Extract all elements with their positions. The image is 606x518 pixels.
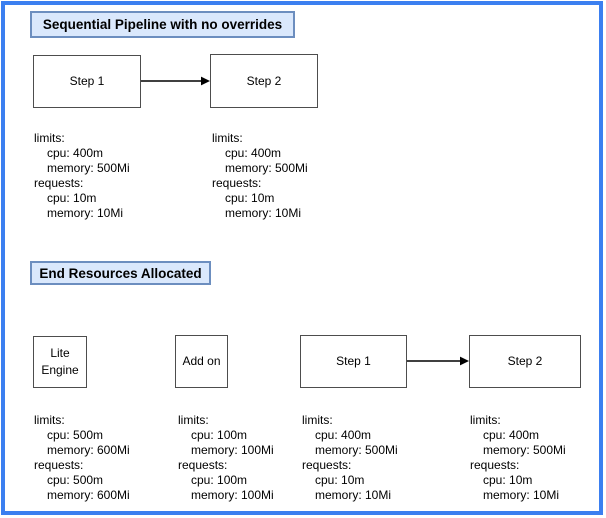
node-step2-bottom: Step 2 (469, 335, 581, 388)
node-step1-bottom: Step 1 (300, 335, 407, 388)
resource-line: memory: 100Mi (191, 488, 274, 502)
resource-line: memory: 500Mi (47, 161, 130, 175)
resource-block-top-step2: limits: cpu: 400m memory: 500Mi requests… (212, 131, 308, 221)
resource-line: cpu: 10m (315, 473, 365, 487)
arrow-step1-to-step2-bottom (407, 356, 469, 366)
resource-line: cpu: 100m (191, 428, 248, 442)
resource-line: cpu: 10m (47, 191, 97, 205)
resource-line: limits: (212, 131, 243, 145)
resource-line: requests: (470, 458, 520, 472)
node-step1-top: Step 1 (33, 55, 141, 108)
resource-line: requests: (34, 176, 84, 190)
resource-line: cpu: 10m (225, 191, 275, 205)
resource-line: memory: 10Mi (225, 206, 302, 220)
resource-line: limits: (34, 413, 65, 427)
resource-line: cpu: 500m (47, 473, 104, 487)
resource-line: limits: (34, 131, 65, 145)
resource-line: requests: (212, 176, 262, 190)
resource-block-bottom-step2: limits: cpu: 400m memory: 500Mi requests… (470, 413, 566, 503)
resource-line: cpu: 100m (191, 473, 248, 487)
resource-block-add-on: limits: cpu: 100m memory: 100Mi requests… (178, 413, 274, 503)
resource-line: memory: 500Mi (315, 443, 398, 457)
resource-line: limits: (178, 413, 209, 427)
resource-line: limits: (302, 413, 333, 427)
resource-line: requests: (178, 458, 228, 472)
resource-line: cpu: 400m (225, 146, 282, 160)
resource-line: cpu: 500m (47, 428, 104, 442)
resource-line: memory: 10Mi (315, 488, 392, 502)
resource-line: memory: 500Mi (225, 161, 308, 175)
node-lite-engine: Lite Engine (33, 336, 87, 388)
section-title-sequential-pipeline: Sequential Pipeline with no overrides (30, 11, 295, 38)
resource-block-bottom-step1: limits: cpu: 400m memory: 500Mi requests… (302, 413, 398, 503)
node-add-on: Add on (175, 335, 228, 388)
resource-line: cpu: 400m (315, 428, 372, 442)
resource-line: memory: 10Mi (47, 206, 124, 220)
resource-line: memory: 10Mi (483, 488, 560, 502)
resource-block-top-step1: limits: cpu: 400m memory: 500Mi requests… (34, 131, 130, 221)
node-step2-top: Step 2 (210, 54, 318, 108)
arrow-step1-to-step2-top (141, 76, 210, 86)
resource-line: cpu: 400m (47, 146, 104, 160)
resource-line: memory: 100Mi (191, 443, 274, 457)
resource-line: memory: 600Mi (47, 443, 130, 457)
resource-line: requests: (302, 458, 352, 472)
section-title-end-resources: End Resources Allocated (30, 261, 211, 285)
resource-line: limits: (470, 413, 501, 427)
resource-line: cpu: 400m (483, 428, 540, 442)
resource-line: memory: 500Mi (483, 443, 566, 457)
resource-block-lite-engine: limits: cpu: 500m memory: 600Mi requests… (34, 413, 130, 503)
resource-line: requests: (34, 458, 84, 472)
resource-line: memory: 600Mi (47, 488, 130, 502)
resource-line: cpu: 10m (483, 473, 533, 487)
